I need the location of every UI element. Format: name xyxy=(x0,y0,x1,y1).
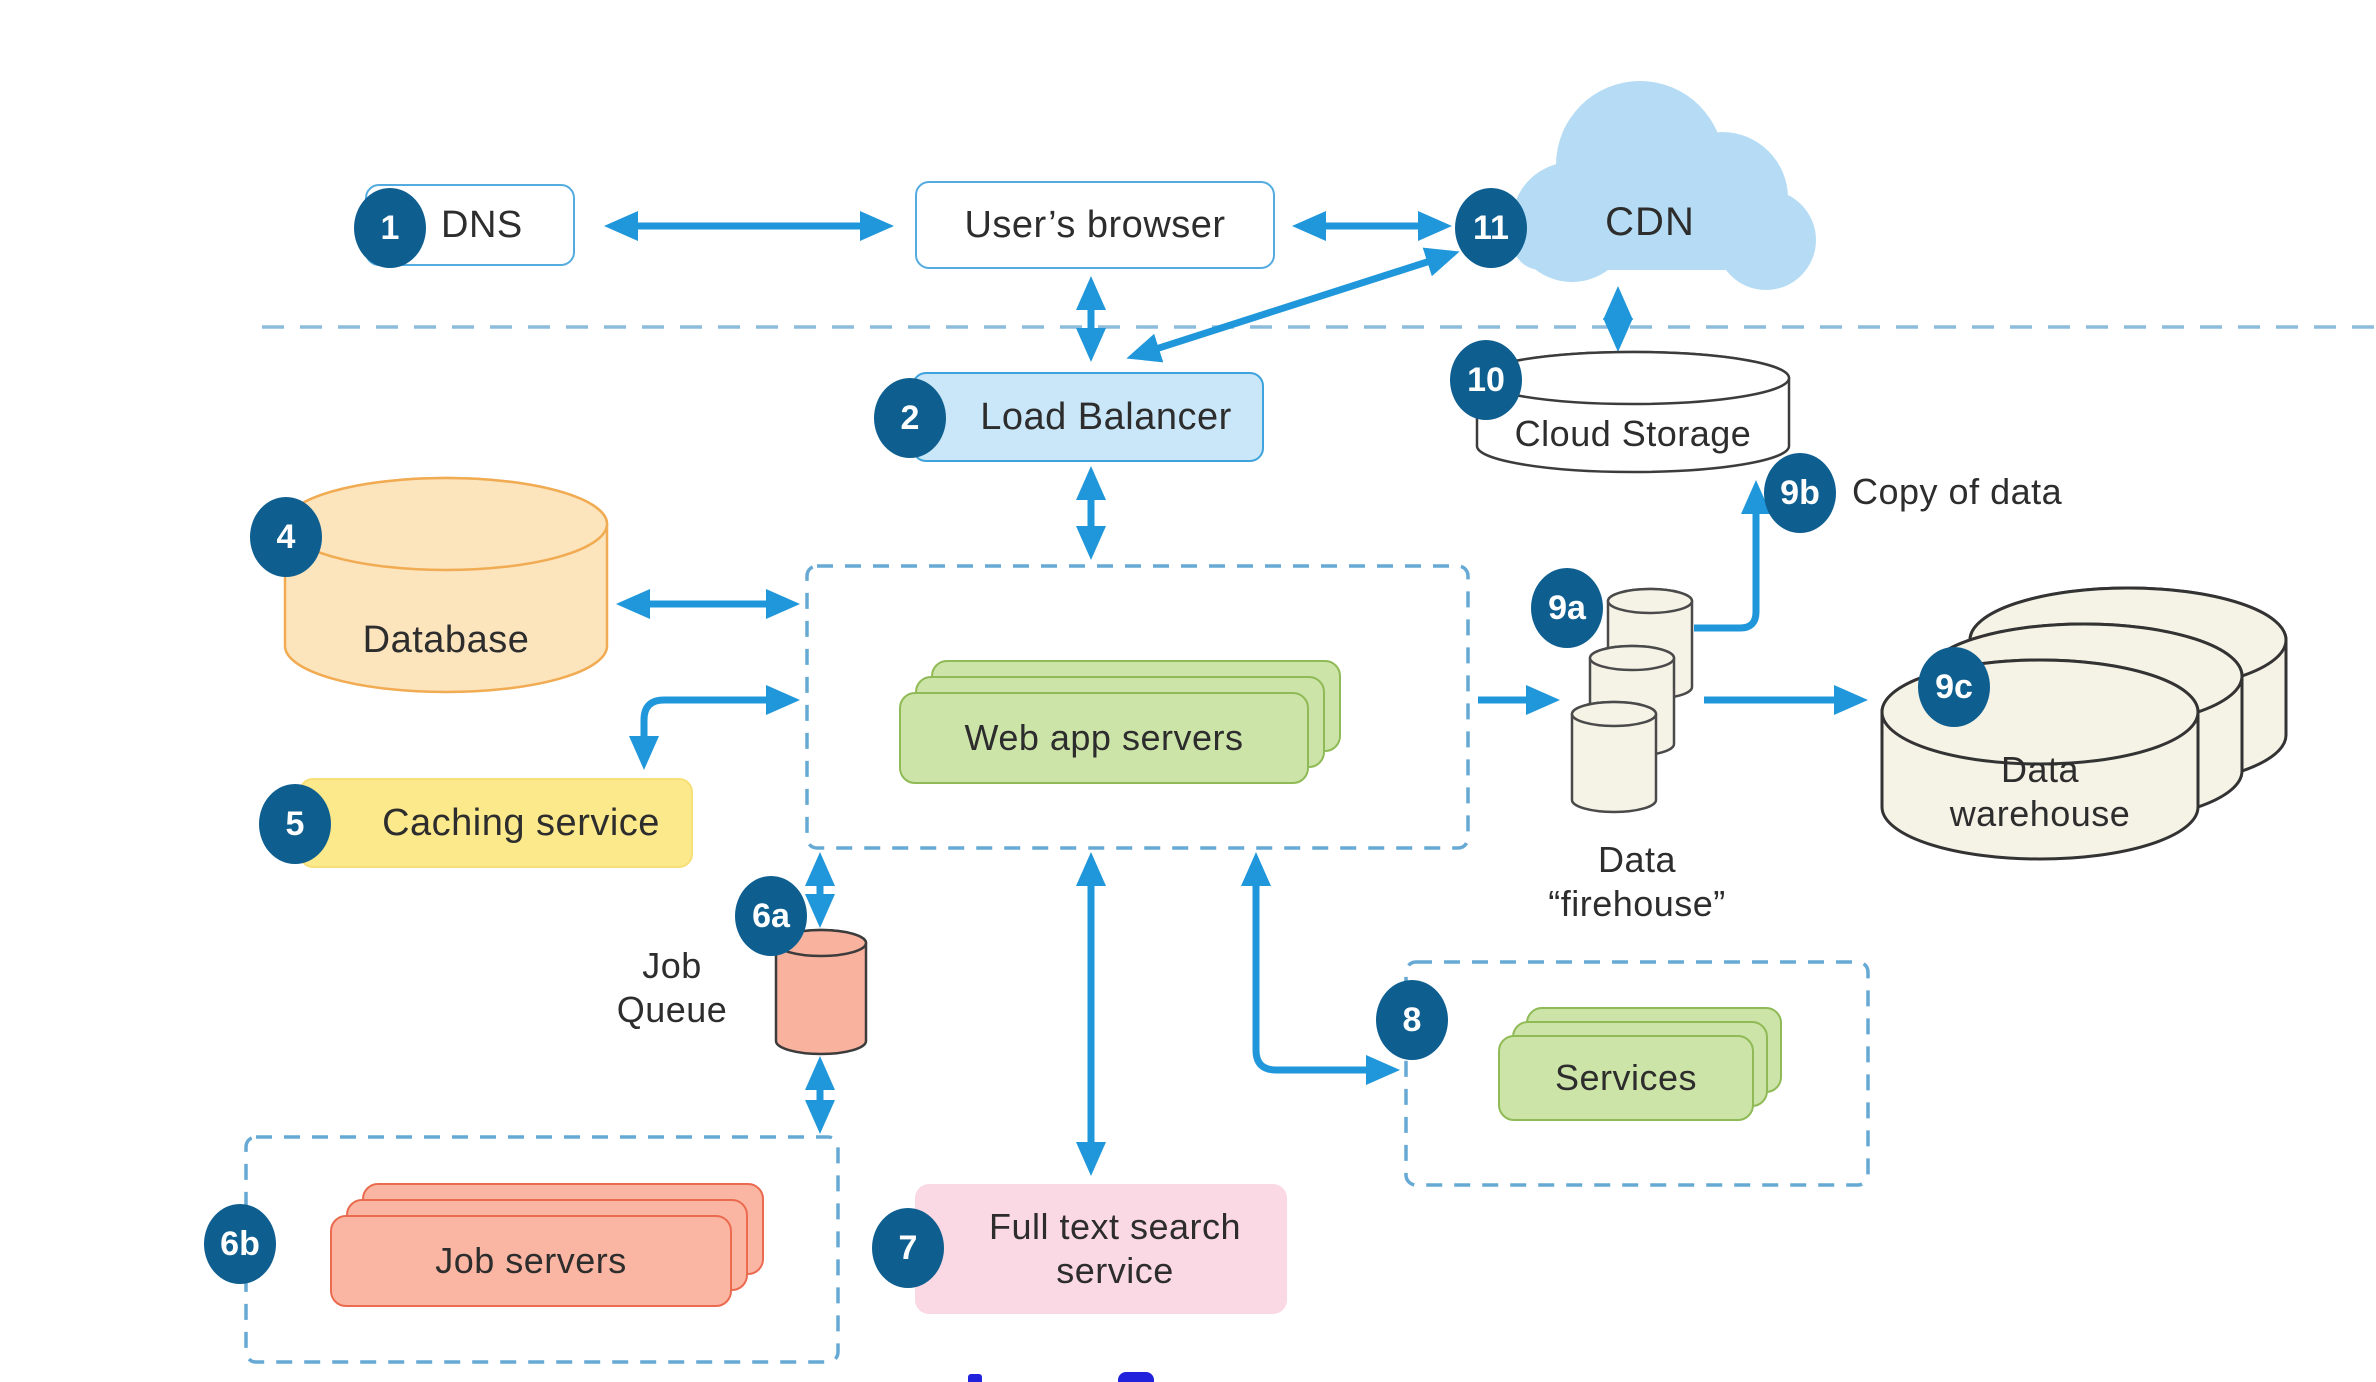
caching-service-label: Caching service xyxy=(382,801,660,844)
arrow-webapps-services xyxy=(1241,852,1400,1085)
cdn-cloud-icon xyxy=(1512,81,1816,290)
user-browser-label: User’s browser xyxy=(964,203,1226,246)
copy-of-data-label: Copy of data xyxy=(1852,471,2063,512)
job-servers-node: Job servers xyxy=(330,1215,732,1307)
cloud-storage-label: Cloud Storage xyxy=(1514,413,1752,454)
user-browser-node: User’s browser xyxy=(915,181,1275,269)
firehouse-label: Data “firehouse” xyxy=(1548,838,1726,926)
web-app-servers-dashed-frame xyxy=(805,564,1470,850)
badge-9b: 9b xyxy=(1764,453,1836,533)
connector-arrows xyxy=(604,211,1868,1176)
caching-service-node: Caching service xyxy=(299,778,693,868)
arrow-loadbalancer-cdn-diagonal xyxy=(1126,247,1460,363)
badge-11: 11 xyxy=(1455,188,1527,268)
badge-9a: 9a xyxy=(1531,568,1603,648)
job-queue-label-line1: Job xyxy=(642,945,702,986)
badge-10: 10 xyxy=(1450,340,1522,420)
job-queue-label-line2: Queue xyxy=(616,989,728,1030)
badge-9c: 9c xyxy=(1918,647,1990,727)
job-queue-label: Job Queue xyxy=(617,944,728,1032)
cloud-storage-cylinder-icon xyxy=(1475,350,1791,474)
load-balancer-label: Load Balancer xyxy=(980,395,1232,438)
full-text-search-node: Full text search service xyxy=(915,1184,1287,1314)
arrow-webapps-caching xyxy=(629,685,800,770)
warehouse-label: Data warehouse xyxy=(1950,748,2131,836)
warehouse-label-line2: warehouse xyxy=(1949,793,2131,834)
arrow-firehouse-cloudstorage-copy xyxy=(1694,480,1771,632)
job-servers-label: Job servers xyxy=(435,1240,627,1281)
web-app-servers-label: Web app servers xyxy=(964,717,1244,758)
services-node: Services xyxy=(1498,1035,1754,1121)
badge-8: 8 xyxy=(1376,980,1448,1060)
badge-7: 7 xyxy=(872,1208,944,1288)
firehouse-label-line2: “firehouse” xyxy=(1548,883,1726,924)
firehouse-label-line1: Data xyxy=(1597,839,1677,880)
badge-5: 5 xyxy=(259,784,331,864)
cropped-caption-fragment xyxy=(968,1374,982,1382)
warehouse-label-line1: Data xyxy=(2000,749,2080,790)
database-label: Database xyxy=(362,619,530,661)
full-text-search-label-line1: Full text search xyxy=(988,1206,1242,1247)
badge-1: 1 xyxy=(354,188,426,268)
badge-6b: 6b xyxy=(204,1204,276,1284)
cdn-label: CDN xyxy=(1605,200,1695,244)
database-cylinder-icon xyxy=(283,476,609,694)
cropped-caption-fragment xyxy=(1118,1372,1154,1382)
services-dashed-frame xyxy=(1404,960,1870,1187)
full-text-search-label-line2: service xyxy=(1056,1250,1174,1291)
data-firehouse-cylinders-icon xyxy=(1570,587,1694,814)
badge-6a: 6a xyxy=(735,876,807,956)
badge-2: 2 xyxy=(874,378,946,458)
badge-4: 4 xyxy=(250,497,322,577)
web-app-servers-node: Web app servers xyxy=(899,692,1309,784)
services-label: Services xyxy=(1554,1057,1698,1098)
dns-label: DNS xyxy=(441,203,523,246)
load-balancer-node: Load Balancer xyxy=(912,372,1264,462)
